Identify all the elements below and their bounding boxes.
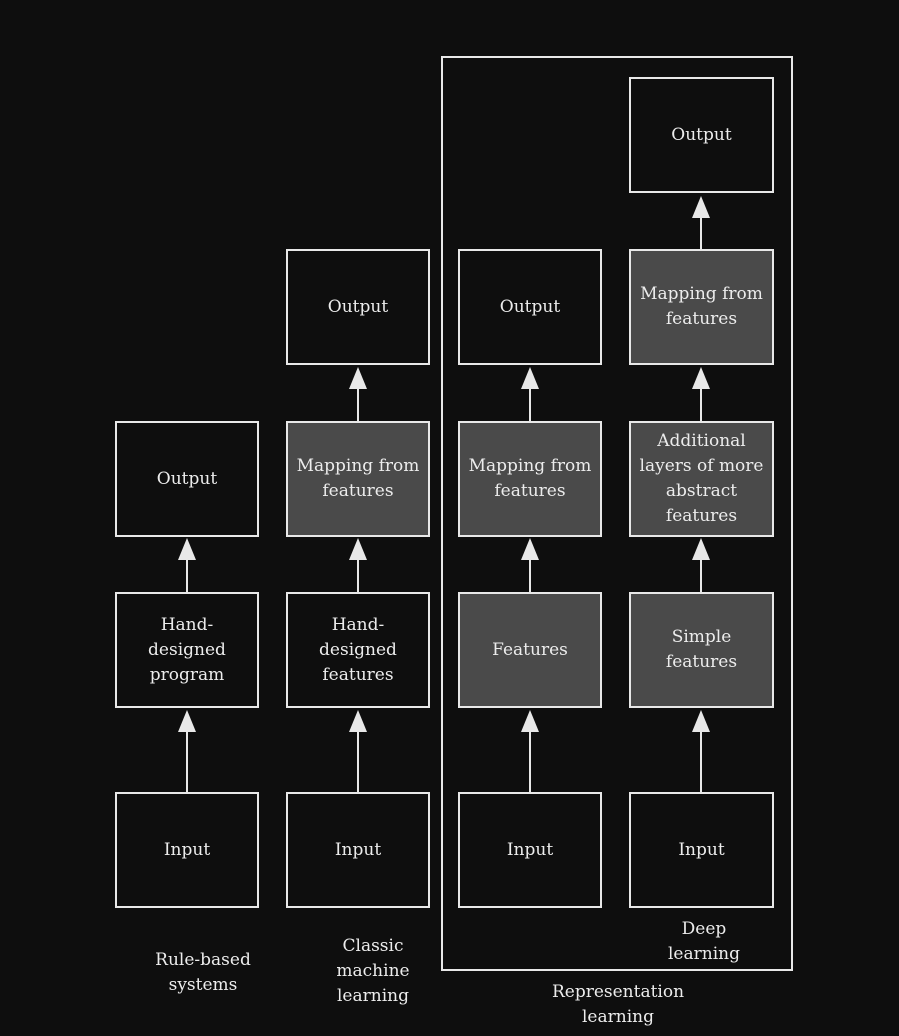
deep-learning-caption: Deep learning bbox=[668, 919, 740, 964]
rule-output-box: Output bbox=[115, 421, 259, 537]
rule-program-box: Hand- designed program bbox=[115, 592, 259, 708]
repr-mapping-box: Mapping from features bbox=[458, 421, 602, 537]
classic-features-box: Hand- designed features bbox=[286, 592, 430, 708]
classic-ml-caption: Classic machine learning bbox=[336, 936, 410, 1006]
arrow-features-to-mapping-repr bbox=[521, 538, 539, 593]
arrow-input-to-features-classic bbox=[349, 710, 367, 793]
deep-mapping-box: Mapping from features bbox=[629, 249, 774, 365]
repr-input-box: Input bbox=[458, 792, 602, 908]
rule-based-caption: Rule-based systems bbox=[155, 950, 251, 995]
arrow-mapping-to-output-deep bbox=[692, 196, 710, 250]
arrow-input-to-simple-deep bbox=[692, 710, 710, 793]
deep-simple-features-box: Simple features bbox=[629, 592, 774, 708]
arrow-features-to-mapping-classic bbox=[349, 538, 367, 593]
deep-output-box: Output bbox=[629, 77, 774, 193]
representation-learning-frame bbox=[441, 56, 793, 971]
arrow-simple-to-abstract-deep bbox=[692, 538, 710, 593]
representation-learning-caption: Representation learning bbox=[551, 982, 685, 1027]
arrow-mapping-to-output-classic bbox=[349, 367, 367, 422]
arrow-mapping-to-output-repr bbox=[521, 367, 539, 422]
repr-features-box: Features bbox=[458, 592, 602, 708]
arrow-abstract-to-mapping-deep bbox=[692, 367, 710, 422]
classic-output-box: Output bbox=[286, 249, 430, 365]
repr-output-box: Output bbox=[458, 249, 602, 365]
classic-mapping-box: Mapping from features bbox=[286, 421, 430, 537]
arrow-program-to-output-rule bbox=[178, 538, 196, 593]
classic-input-box: Input bbox=[286, 792, 430, 908]
rule-input-box: Input bbox=[115, 792, 259, 908]
deep-input-box: Input bbox=[629, 792, 774, 908]
deep-abstract-layers-box: Additional layers of more abstract featu… bbox=[629, 421, 774, 537]
arrow-input-to-program-rule bbox=[178, 710, 196, 793]
arrow-input-to-features-repr bbox=[521, 710, 539, 793]
